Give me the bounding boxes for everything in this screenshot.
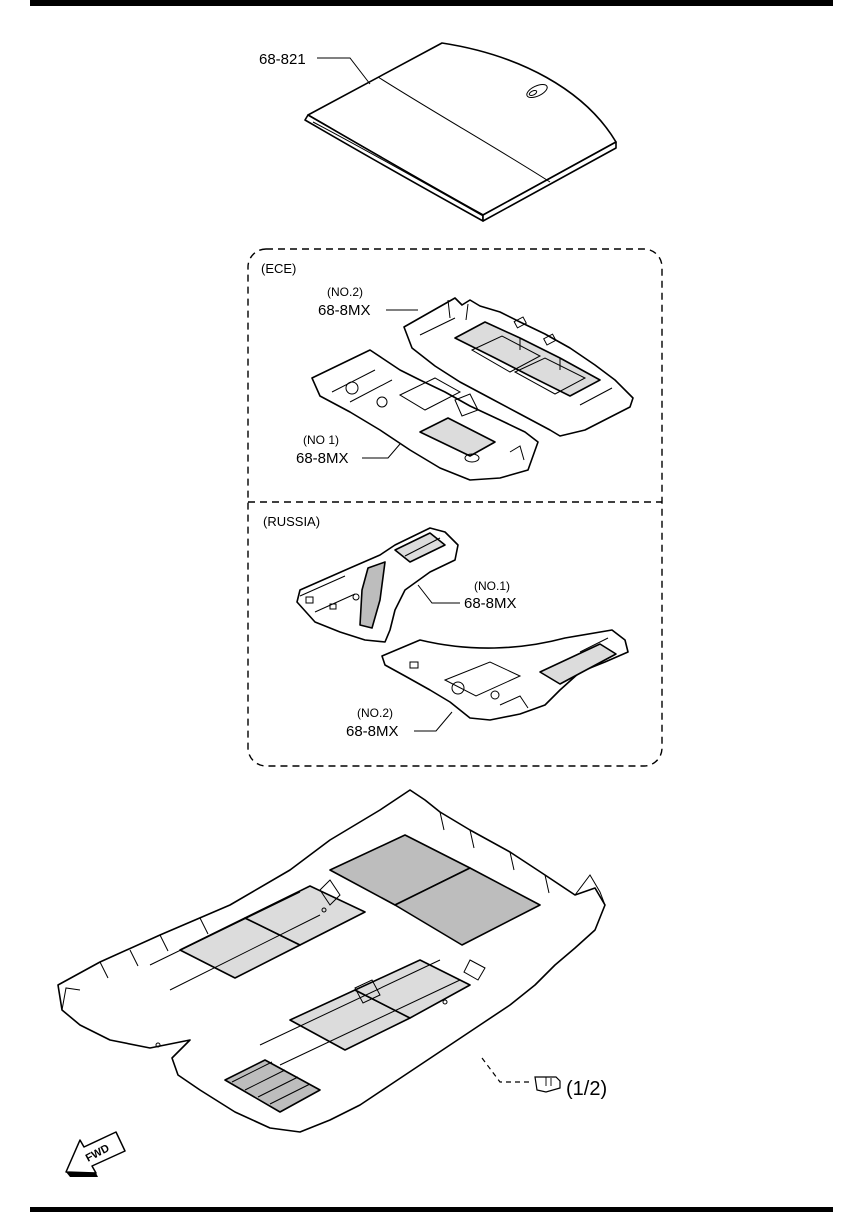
ece-no1-mat [311,349,539,481]
trunk-board-part [304,42,617,222]
top-mat-callout[interactable]: 68-821 [259,51,306,68]
top-mat-leader [317,57,371,85]
russia-no1-leader [417,584,460,604]
top-border-bar [30,0,833,6]
ece-no2-qualifier: (NO.2) [327,285,363,299]
hand-pointer-icon [534,1076,561,1093]
ece-no2-mat [403,297,634,437]
ece-no2-callout[interactable]: 68-8MX [318,302,371,319]
russia-no2-leader [414,711,453,732]
russia-group-label: (RUSSIA) [263,514,320,529]
floor-carpet-assembly [57,789,606,1133]
russia-no2-mat [381,629,629,721]
variant-group-box [247,248,663,767]
russia-no1-qualifier: (NO.1) [474,579,510,593]
ece-no1-leader [362,443,401,459]
bottom-border-bar [30,1207,833,1212]
russia-no2-callout[interactable]: 68-8MX [346,723,399,740]
fwd-arrow-icon: FWD [65,1131,126,1177]
reference-page-callout[interactable]: (1/2) [566,1078,607,1100]
reference-leader [481,1057,530,1083]
russia-no1-callout[interactable]: 68-8MX [464,595,517,612]
ece-group-label: (ECE) [261,261,296,276]
russia-no1-mat [296,527,459,643]
russia-no2-qualifier: (NO.2) [357,706,393,720]
ece-no1-qualifier: (NO 1) [303,433,339,447]
ece-no1-callout[interactable]: 68-8MX [296,450,349,467]
